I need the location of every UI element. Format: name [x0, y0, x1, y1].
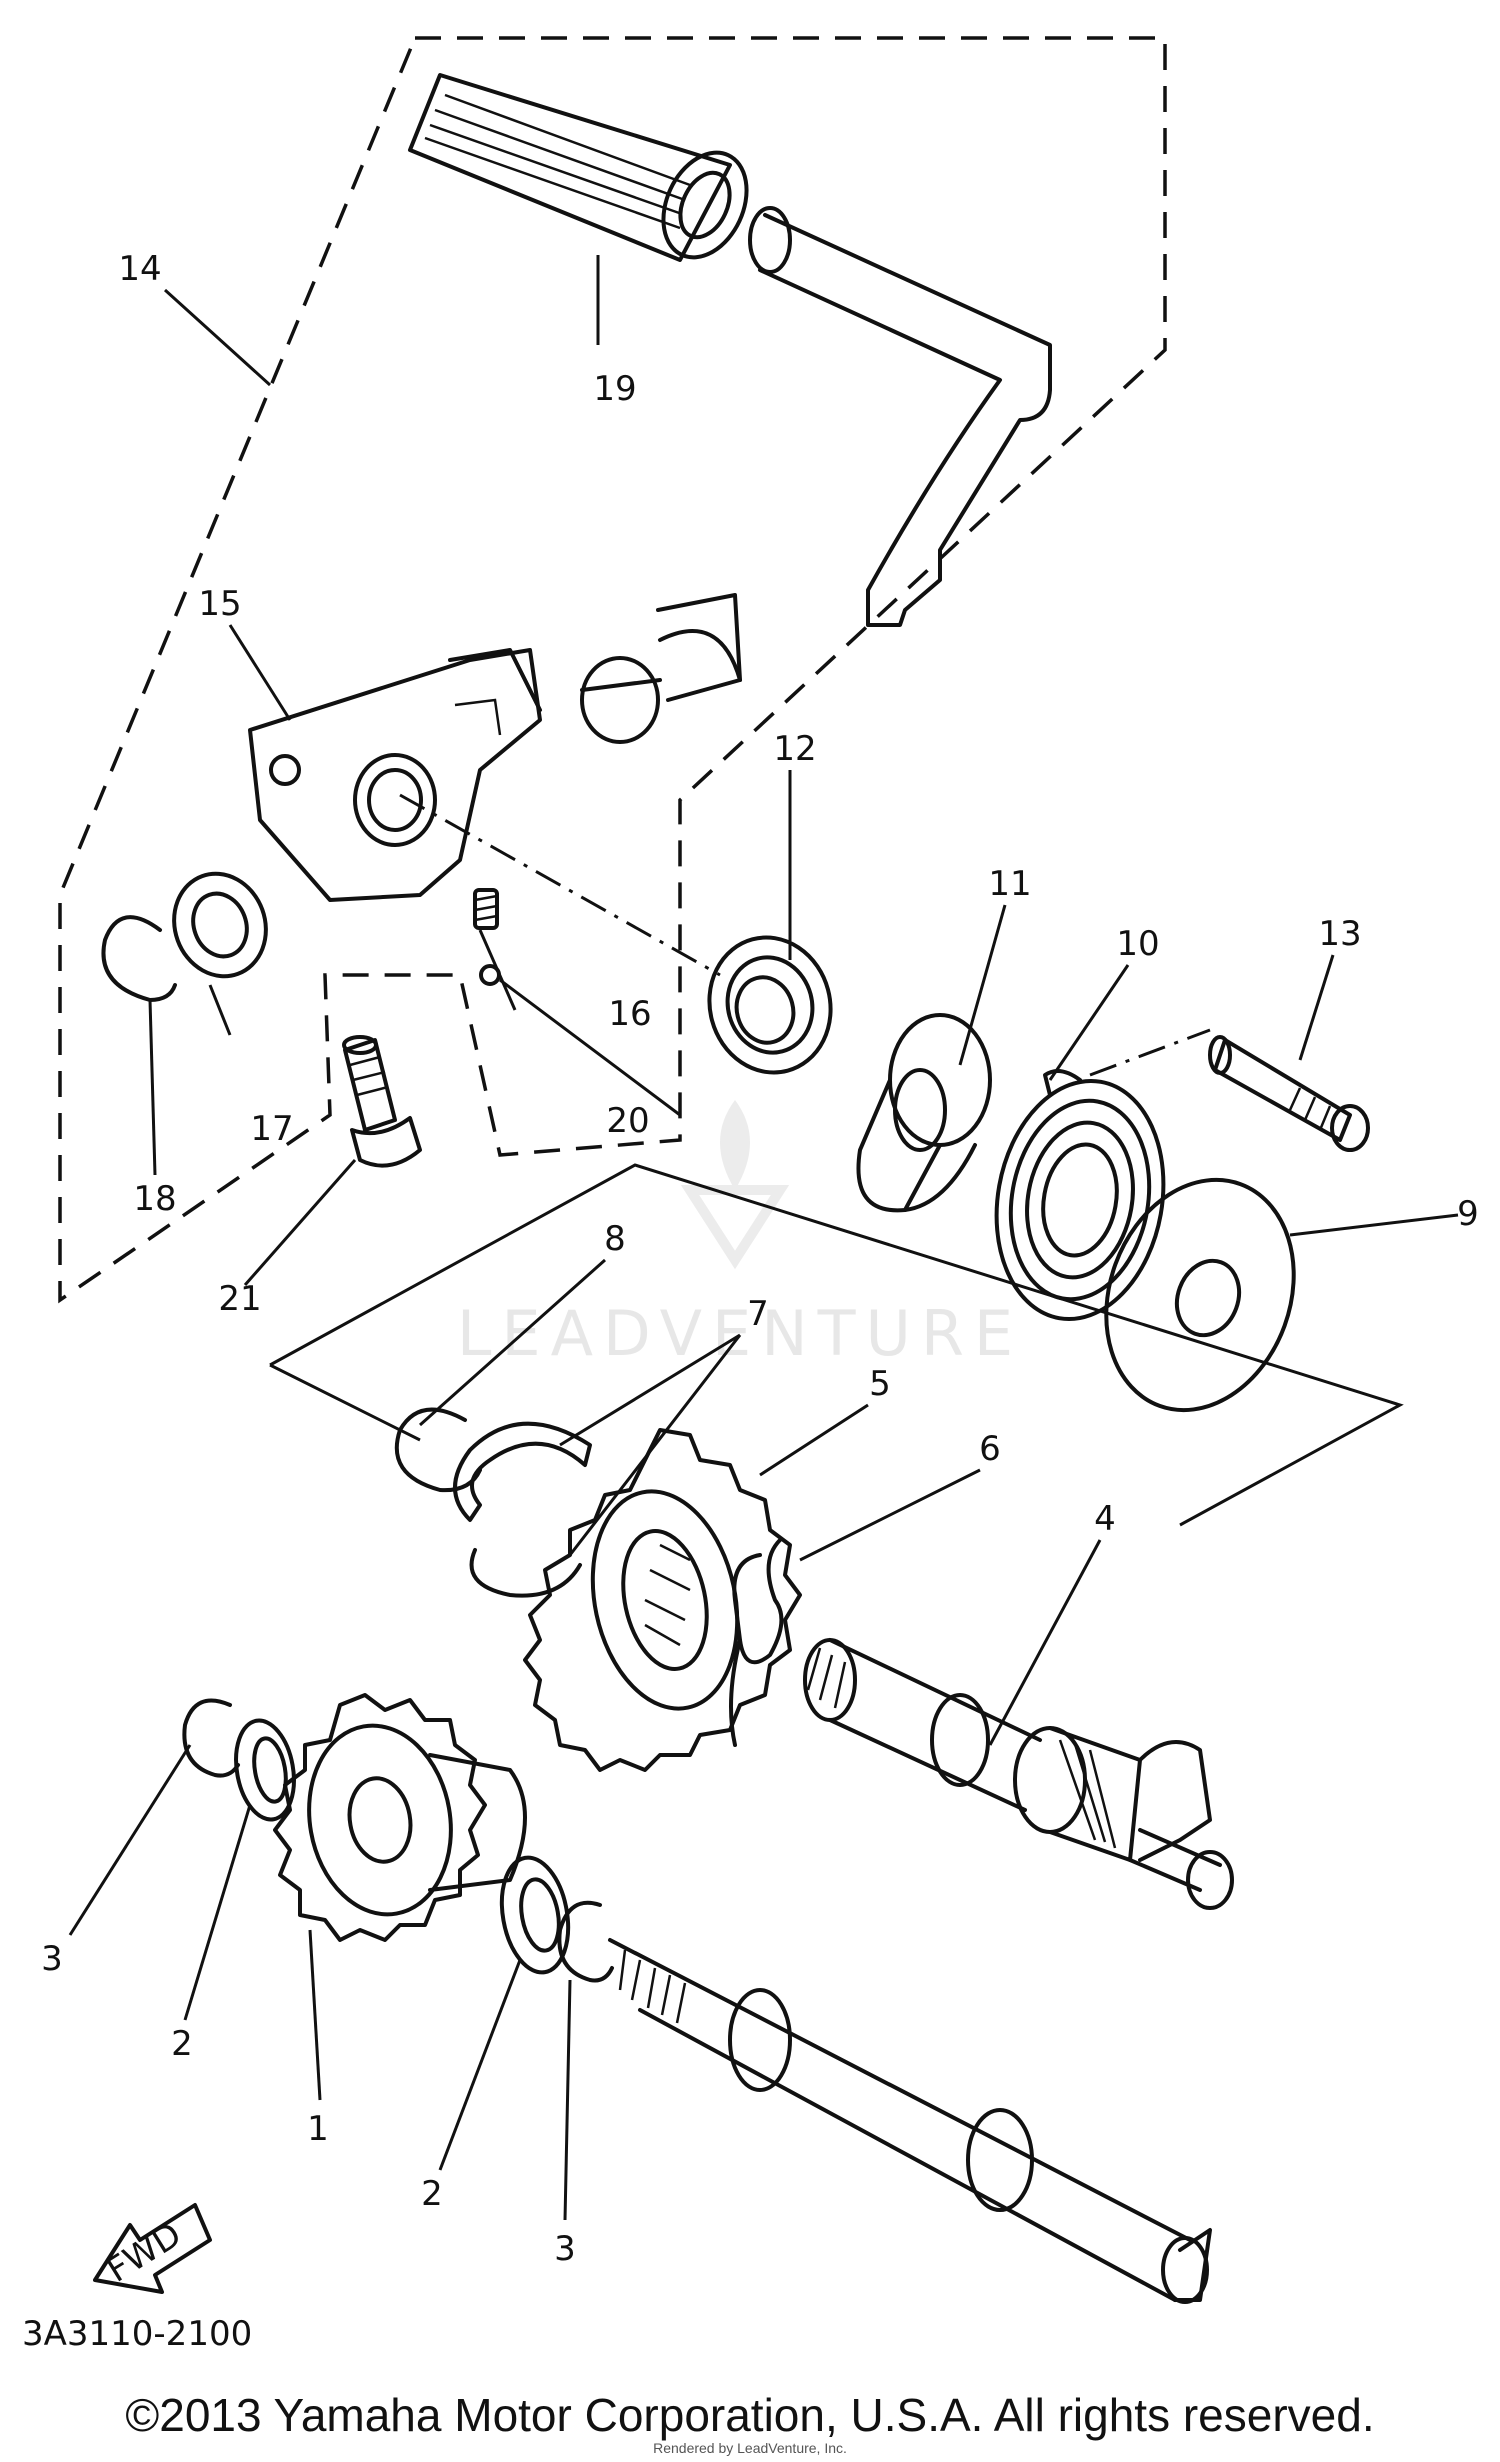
- callout-5: 5: [869, 1364, 891, 1404]
- assembly-axis-spring: [1089, 1028, 1211, 1077]
- washer-2-lower: [499, 1855, 571, 1975]
- assembly-axis-upper: [399, 793, 721, 977]
- circlip-8: [394, 1407, 482, 1493]
- fwd-label: FWD: [100, 2215, 188, 2291]
- callout-21: 21: [218, 1279, 261, 1319]
- callout-19: 19: [593, 369, 636, 409]
- ratchet-gear: [523, 1428, 802, 1772]
- circlip-3-upper: [182, 1698, 240, 1778]
- callout-15: 15: [198, 584, 241, 624]
- callout-2-upper: 2: [171, 2024, 193, 2064]
- watermark-text: LEADVENTURE: [457, 1297, 1023, 1370]
- callout-1: 1: [307, 2109, 329, 2149]
- spring-6: [729, 1538, 784, 1747]
- kick-axle: [803, 1638, 1234, 1910]
- callout-10: 10: [1116, 924, 1159, 964]
- washer-17: [172, 871, 268, 979]
- pin-13: [1208, 1035, 1370, 1152]
- callout-13: 13: [1318, 914, 1361, 954]
- clip-7: [453, 1421, 592, 1598]
- kick-boss: [248, 648, 542, 902]
- copyright-notice: ©2013 Yamaha Motor Corporation, U.S.A. A…: [125, 2389, 1375, 2441]
- torsion-spring: [994, 1069, 1166, 1322]
- callout-17: 17: [250, 1109, 293, 1149]
- main-shaft: [608, 1938, 1212, 2304]
- callout-18: 18: [133, 1179, 176, 1219]
- washer-9: [1104, 1177, 1296, 1413]
- callout-7: 7: [747, 1294, 769, 1334]
- callout-12: 12: [773, 729, 816, 769]
- spring-small: [473, 888, 499, 930]
- washer-2-upper: [234, 1718, 296, 1822]
- fwd-arrow-icon: FWD: [93, 2203, 212, 2294]
- leader-lines: [68, 255, 1459, 2221]
- oil-seal: [707, 935, 833, 1075]
- callout-11: 11: [988, 864, 1031, 904]
- rendered-by-note: Rendered by LeadVenture, Inc.: [653, 2440, 847, 2456]
- callout-14: 14: [118, 249, 161, 289]
- spring-guide: [856, 1013, 992, 1213]
- drawing-code: 3A3110-2100: [22, 2314, 252, 2354]
- callout-6: 6: [979, 1429, 1001, 1469]
- circlip-3-lower: [557, 1900, 614, 1983]
- callout-9: 9: [1457, 1194, 1479, 1234]
- circlip-18: [101, 915, 177, 1002]
- kick-assembly-boundary: [58, 36, 1167, 1304]
- callout-16: 16: [608, 994, 651, 1034]
- kick-pedal-rubber: [408, 73, 749, 262]
- subassembly-frame: [269, 1163, 1404, 1527]
- callout-8: 8: [604, 1219, 626, 1259]
- callout-4: 4: [1094, 1499, 1116, 1539]
- callout-3-upper: 3: [41, 1939, 63, 1979]
- kick-idle-gear: [273, 1693, 527, 1942]
- callout-20: 20: [606, 1101, 649, 1141]
- kick-crank-arm: [580, 206, 1052, 744]
- callout-3-lower: 3: [554, 2229, 576, 2269]
- leadventure-watermark: LEADVENTURE: [457, 1100, 1023, 1370]
- bolt: [342, 1035, 422, 1168]
- callout-2-lower: 2: [421, 2174, 443, 2214]
